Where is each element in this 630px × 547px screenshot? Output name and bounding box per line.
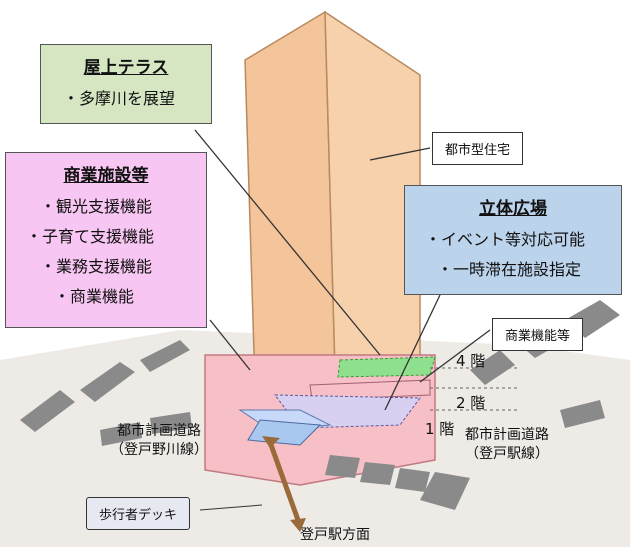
- rooftop-title: 屋上テラス: [83, 58, 169, 78]
- deck-leader: [199, 504, 263, 511]
- right-road-route: （登戸駅線）: [465, 446, 549, 462]
- plaza-title: 立体広場: [479, 199, 547, 219]
- commercial-floor: [309, 379, 431, 401]
- rooftop-terrace-box: 屋上テラス ・多摩川を展望: [40, 44, 212, 124]
- floor-4-label: 4 階: [456, 352, 486, 370]
- commercial-item: ・観光支援機能: [40, 197, 153, 216]
- commercial-title: 商業施設等: [63, 166, 149, 186]
- deck-label: 歩行者デッキ: [86, 497, 191, 530]
- rooftop-leader: [194, 129, 381, 356]
- housing-leader: [369, 147, 431, 161]
- left-road-label: 都市計画道路 （登戸野川線）: [110, 422, 208, 460]
- left-road-name: 都市計画道路: [117, 423, 201, 439]
- commerce-leader: [419, 329, 491, 383]
- tower-left-face: [244, 10, 336, 386]
- plaza-leader: [384, 294, 441, 411]
- station-direction-label: 登戸駅方面: [300, 527, 370, 543]
- commercial-item: ・商業機能: [54, 287, 135, 306]
- floor-1-label: 1 階: [425, 420, 455, 438]
- rooftop-terrace: [337, 356, 436, 378]
- right-road-name: 都市計画道路: [465, 427, 549, 443]
- left-road-route: （登戸野川線）: [110, 442, 208, 458]
- rooftop-item: ・多摩川を展望: [63, 89, 176, 108]
- station-direction-arrow: [262, 436, 306, 532]
- left-road-arrow: [20, 340, 192, 446]
- housing-label: 都市型住宅: [432, 132, 524, 165]
- commercial-facilities-box: 商業施設等 ・観光支援機能 ・子育て支援機能 ・業務支援機能 ・商業機能: [5, 152, 207, 328]
- floor-2-label: 2 階: [456, 394, 486, 412]
- right-road-label: 都市計画道路 （登戸駅線）: [465, 426, 549, 464]
- commercial-leader: [209, 319, 251, 371]
- commercial-item: ・業務支援機能: [40, 257, 153, 276]
- plaza-item: ・一時滞在施設指定: [437, 260, 582, 279]
- plaza-box: 立体広場 ・イベント等対応可能 ・一時滞在施設指定: [404, 185, 622, 295]
- commerce-label: 商業機能等: [492, 318, 584, 351]
- commercial-item: ・子育て支援機能: [26, 227, 155, 246]
- plaza-item: ・イベント等対応可能: [425, 230, 586, 249]
